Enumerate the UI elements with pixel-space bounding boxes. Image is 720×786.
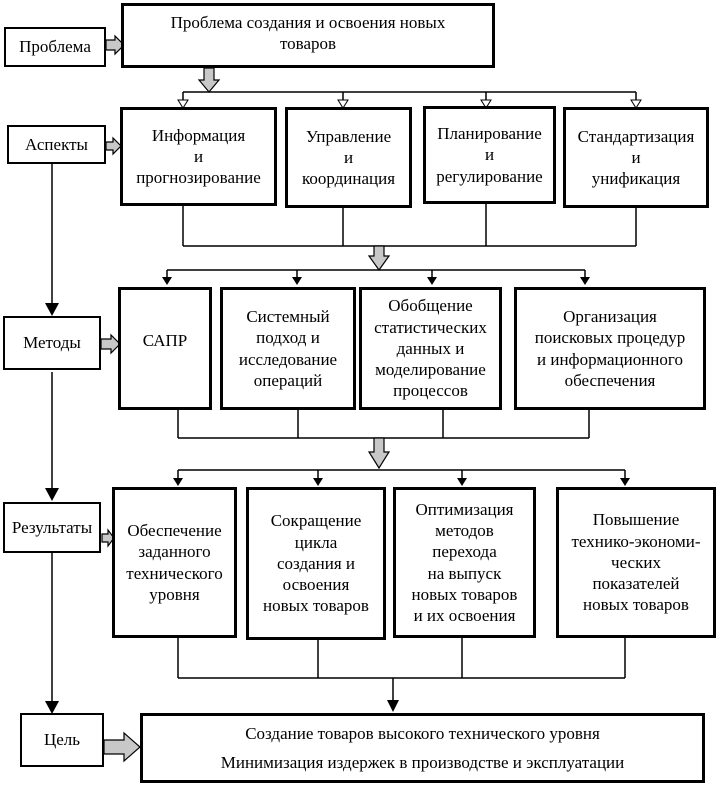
goal-box: Создание товаров высокого технического у… bbox=[140, 713, 705, 783]
goal-line-2: Минимизация издержек в производстве и эк… bbox=[220, 753, 625, 772]
aspects-label: Аспекты bbox=[7, 125, 106, 164]
method-box-cad: САПР bbox=[118, 287, 212, 410]
result-box-cycle-reduction: Сокращение цикла создания и освоения нов… bbox=[246, 487, 386, 640]
result-box-optimization: Оптимизация методов перехода на выпуск н… bbox=[393, 487, 536, 638]
goal-label: Цель bbox=[20, 713, 104, 767]
method-box-statistics: Обобщение статистических данных и модели… bbox=[359, 287, 502, 410]
results-label: Результаты bbox=[3, 502, 101, 553]
aspect-box-information: Информация и прогнозирование bbox=[120, 107, 277, 206]
aspect-box-management: Управление и координация bbox=[285, 107, 412, 208]
result-box-technical-level: Обеспечение заданного технического уровн… bbox=[112, 487, 237, 638]
result-box-indicators: Повышение технико-экономи- ческих показа… bbox=[556, 487, 716, 638]
goal-line-1: Создание товаров высокого технического у… bbox=[245, 723, 600, 743]
aspect-box-planning: Планирование и регулирование bbox=[423, 106, 556, 204]
problem-label: Проблема bbox=[4, 27, 106, 67]
method-box-search-procedures: Организация поисковых процедур и информа… bbox=[514, 287, 706, 410]
problem-box: Проблема создания и освоения новых товар… bbox=[121, 3, 495, 68]
methods-label: Методы bbox=[3, 316, 101, 370]
aspect-box-standardization: Стандартизация и унификация bbox=[563, 107, 709, 208]
method-box-systems-approach: Системный подход и исследование операций bbox=[220, 287, 356, 410]
